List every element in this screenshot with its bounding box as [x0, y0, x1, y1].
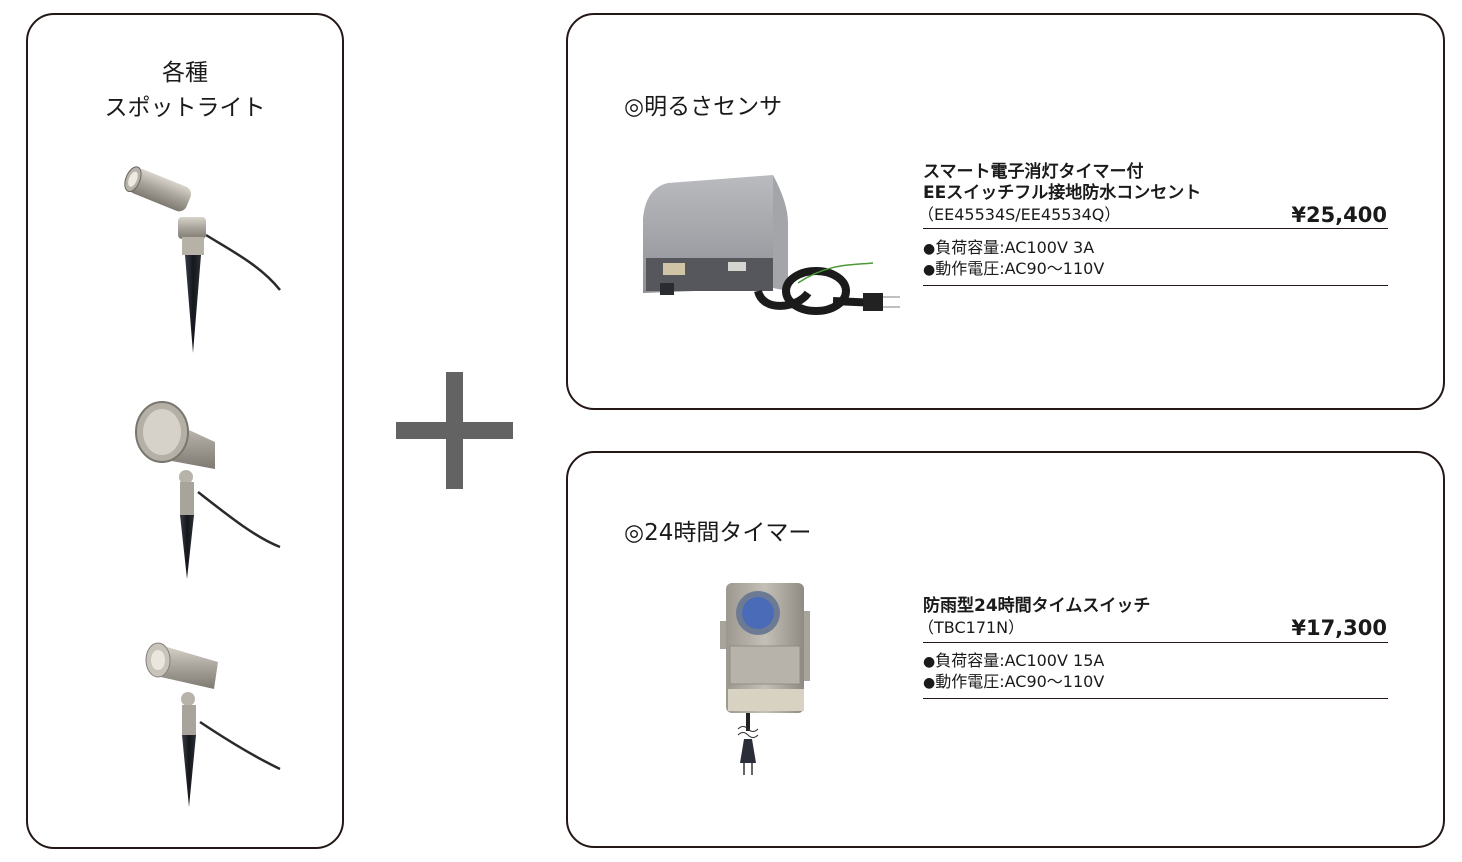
- bullet-icon: ●: [923, 262, 936, 278]
- panel-title-line2: スポットライト: [104, 95, 266, 121]
- product-price: ¥25,400: [1291, 203, 1387, 227]
- product-model-number: （TBC171N）: [918, 618, 1025, 637]
- product-price: ¥17,300: [1291, 616, 1387, 640]
- spec-load-capacity: ●負荷容量:AC100V 15A: [923, 650, 1104, 673]
- spotlight-wide-reflector-image: [135, 401, 281, 579]
- divider-line: [923, 285, 1388, 286]
- spec-load-capacity: ●負荷容量:AC100V 3A: [923, 237, 1094, 260]
- time-switch-image: [720, 583, 810, 775]
- spec-text: 負荷容量:AC100V 15A: [935, 651, 1105, 670]
- spec-text: 動作電圧:AC90～110V: [935, 259, 1105, 278]
- divider-line: [923, 698, 1388, 699]
- product-name-line2: EEスイッチフル接地防水コンセント: [923, 183, 1202, 203]
- panel-title-line1: 各種: [162, 60, 208, 86]
- spec-text: 動作電圧:AC90～110V: [935, 672, 1105, 691]
- plus-symbol-vertical: [446, 372, 463, 489]
- section-title-brightness-sensor: ◎明るさセンサ: [624, 94, 783, 120]
- 24-hour-timer-panel: ◎24時間タイマー 防雨型24時間タイムスイッチ （TBC171N） ¥17,3…: [566, 451, 1445, 848]
- product-name-line1: スマート電子消灯タイマー付: [923, 162, 1144, 182]
- section-title-24-hour-timer: ◎24時間タイマー: [624, 520, 812, 546]
- spec-operating-voltage: ●動作電圧:AC90～110V: [923, 671, 1104, 694]
- spotlight-slim-cylinder-image: [124, 166, 281, 353]
- spec-text: 負荷容量:AC100V 3A: [935, 238, 1095, 257]
- bullet-icon: ●: [923, 241, 936, 257]
- bullet-icon: ●: [923, 654, 936, 670]
- spotlight-panel: 各種 スポットライト: [26, 13, 344, 849]
- bullet-icon: ●: [923, 675, 936, 691]
- divider-line: [923, 228, 1388, 229]
- product-model-number: （EE45534S/EE45534Q）: [918, 205, 1121, 224]
- waterproof-outlet-image: [643, 175, 900, 315]
- brightness-sensor-panel: ◎明るさセンサ スマート電子消灯タイマー付 EEスイッチフル接地防水コンセント …: [566, 13, 1445, 410]
- spotlight-tapered-image: [145, 642, 281, 807]
- spec-operating-voltage: ●動作電圧:AC90～110V: [923, 258, 1104, 281]
- product-name: 防雨型24時間タイムスイッチ: [923, 596, 1151, 616]
- divider-line: [923, 642, 1388, 643]
